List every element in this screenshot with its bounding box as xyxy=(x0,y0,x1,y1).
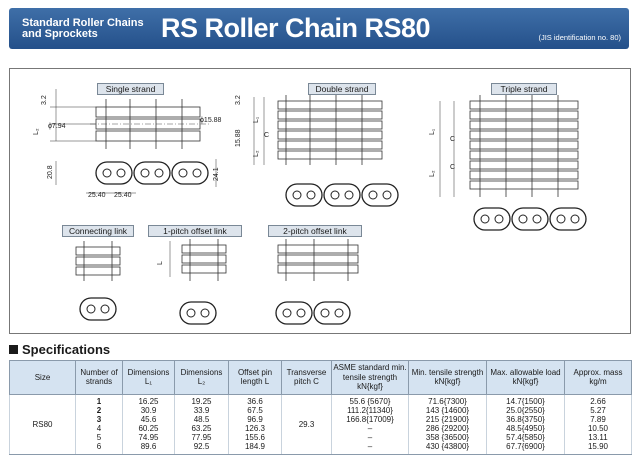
cell-min: 71.6{7300} xyxy=(408,394,487,407)
cell-transverse: 29.3 xyxy=(281,394,332,455)
cell-mass: 7.89 xyxy=(564,415,632,425)
dim-roller-width-double: 15.88 xyxy=(235,129,242,147)
table-row: 2 30.9 33.9 67.5 111.2{11340} 143 {14600… xyxy=(10,406,632,416)
table-row: 5 74.95 77.95 155.6 – 358 {36500} 57.4{5… xyxy=(10,433,632,443)
cell-l1: 16.25 xyxy=(122,394,175,407)
heading-bullet xyxy=(9,345,18,354)
header-offset-pin: Offset pin length L xyxy=(228,360,282,395)
triple-strand-side-view xyxy=(473,207,587,231)
cell-l2: 19.25 xyxy=(174,394,229,407)
header-asme: ASME standard min. tensile strength kN{k… xyxy=(331,360,409,395)
drawings-panel: 3.2 ϕ7.94 ϕ15.88 L₂ 20.8 24.1 25.40 25.4… xyxy=(9,68,631,334)
dim-c-double: C xyxy=(264,132,269,139)
header-transverse: Transverse pitch C xyxy=(281,360,332,395)
two-pitch-offset-side-a xyxy=(275,301,313,325)
dim-plate-thickness: 3.2 xyxy=(235,95,242,105)
dim-roller-width: 3.2 xyxy=(41,95,48,105)
dim-l2-double: L₂ xyxy=(253,150,260,157)
double-strand-side-view xyxy=(285,183,399,207)
dim-l2-triple: L₂ xyxy=(429,170,436,177)
cell-l: 67.5 xyxy=(228,406,282,416)
label-connecting-link: Connecting link xyxy=(62,225,134,237)
header-min-tensile: Min. tensile strength kN{kgf} xyxy=(408,360,487,395)
chain-drawings: 3.2 ϕ7.94 ϕ15.88 L₂ 20.8 24.1 25.40 25.4… xyxy=(33,89,587,325)
connecting-link-side xyxy=(79,297,117,321)
specifications-heading: Specifications xyxy=(9,342,110,357)
cell-l: 184.9 xyxy=(228,442,282,455)
two-pitch-offset-drawing xyxy=(277,239,359,281)
cell-mass: 13.11 xyxy=(564,433,632,443)
dim-c-1: C xyxy=(450,136,455,143)
table-row: 4 60.25 63.25 126.3 – 286 {29200} 48.5{4… xyxy=(10,424,632,434)
dim-pitch-2: 25.40 xyxy=(114,192,132,199)
dim-pin-diameter: ϕ7.94 xyxy=(48,123,66,130)
header-size: Size xyxy=(9,360,76,395)
one-pitch-offset-side xyxy=(179,301,217,325)
dim-l1-double: L₁ xyxy=(253,116,260,123)
label-two-pitch-offset: 2-pitch offset link xyxy=(268,225,362,237)
specifications-table: Size Number of strands Dimensions L₁ Dim… xyxy=(9,360,632,455)
cell-asme: 55.6 {5670} xyxy=(331,394,409,407)
cell-l2: 92.5 xyxy=(174,442,229,455)
cell-mass: 5.27 xyxy=(564,406,632,416)
dim-c-2: C xyxy=(450,164,455,171)
label-one-pitch-offset: 1-pitch offset link xyxy=(148,225,242,237)
table-header-row: Size Number of strands Dimensions L₁ Dim… xyxy=(9,360,632,395)
cell-l: 36.6 xyxy=(228,394,282,407)
cell-l: 96.9 xyxy=(228,415,282,425)
one-pitch-offset-drawing xyxy=(169,239,227,281)
dim-l1-triple: L₁ xyxy=(429,128,436,135)
single-strand-side-view xyxy=(55,159,217,194)
label-single-strand: Single strand xyxy=(97,83,164,95)
two-pitch-offset-side-b xyxy=(313,301,351,325)
single-strand-top-view xyxy=(50,89,210,149)
table-row: 3 45.6 48.5 96.9 166.8{17009} 215 {21900… xyxy=(10,415,632,425)
cell-max: 67.7{6900} xyxy=(486,442,565,455)
dim-pitch-1: 25.40 xyxy=(88,192,106,199)
dim-l2-single: L₂ xyxy=(33,128,40,135)
header-max-load: Max. allowable load kN{kgf} xyxy=(486,360,565,395)
header-dim-l1: Dimensions L₁ xyxy=(122,360,175,395)
cell-l1: 89.6 xyxy=(122,442,175,455)
header-strands: Number of strands xyxy=(75,360,123,395)
cell-l: 126.3 xyxy=(228,424,282,434)
cell-mass: 15.90 xyxy=(564,442,632,455)
cell-asme: – xyxy=(331,442,409,455)
label-triple-strand: Triple strand xyxy=(491,83,557,95)
dim-roller-diameter: ϕ15.88 xyxy=(200,117,222,124)
cell-l: 155.6 xyxy=(228,433,282,443)
cell-strands: 1 xyxy=(75,394,123,407)
jis-identification: (JIS identification no. 80) xyxy=(538,33,621,42)
header-banner: Standard Roller Chains and Sprockets RS … xyxy=(9,8,629,49)
cell-max: 14.7{1500} xyxy=(486,394,565,407)
series-name: Standard Roller Chains and Sprockets xyxy=(22,17,144,40)
table-row: 6 89.6 92.5 184.9 – 430 {43800} 67.7{690… xyxy=(10,442,632,455)
dim-l-one-pitch: L xyxy=(157,261,164,265)
double-strand-top-view xyxy=(253,95,383,165)
cell-min: 430 {43800} xyxy=(408,442,487,455)
page-title: RS Roller Chain RS80 xyxy=(161,13,431,43)
cell-mass: 10.50 xyxy=(564,424,632,434)
cell-size: RS80 xyxy=(9,394,76,455)
table-row: RS80 1 16.25 19.25 36.6 29.3 55.6 {5670}… xyxy=(9,394,632,455)
label-double-strand: Double strand xyxy=(308,83,376,95)
header-dim-l2: Dimensions L₂ xyxy=(174,360,229,395)
dim-plate-height-outer: 24.1 xyxy=(213,167,220,181)
dim-plate-height-inner: 20.8 xyxy=(47,165,54,179)
cell-strands: 6 xyxy=(75,442,123,455)
header-mass: Approx. mass kg/m xyxy=(564,360,632,395)
triple-strand-top-view xyxy=(439,95,579,197)
cell-mass: 2.66 xyxy=(564,394,632,407)
connecting-link-drawing xyxy=(75,241,121,281)
